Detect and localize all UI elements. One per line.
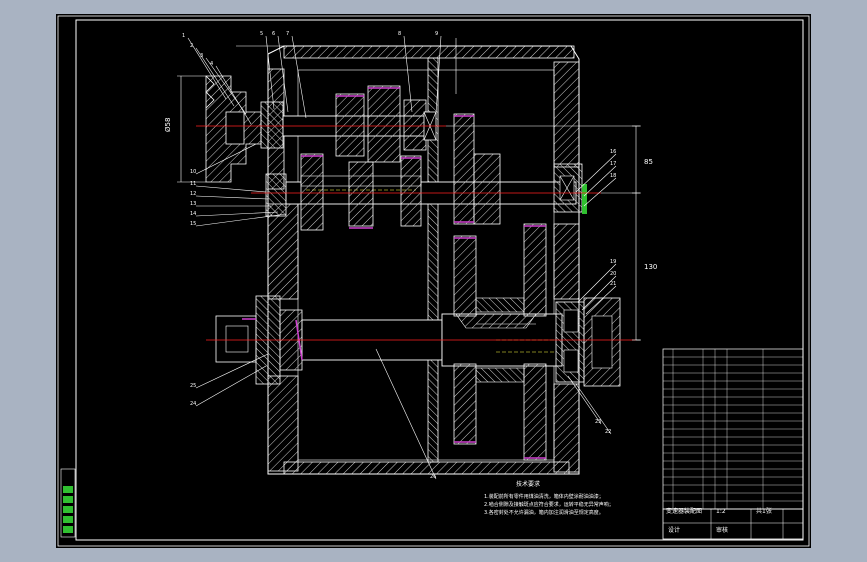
gear-tooth-markers bbox=[242, 87, 546, 459]
inner-frame bbox=[75, 19, 804, 541]
balloon-number: 4 bbox=[210, 61, 213, 67]
dim-center-upper: 85 bbox=[644, 158, 653, 166]
balloon-number: 10 bbox=[190, 169, 196, 175]
balloon-number: 25 bbox=[190, 383, 196, 389]
tech-line-3: 3.各密封处不允许漏油，箱内加注润滑油至规定高度。 bbox=[484, 509, 604, 516]
leader-line bbox=[567, 375, 602, 425]
dim-center-lower: 130 bbox=[644, 263, 657, 271]
leader-line bbox=[581, 275, 617, 311]
leader-line bbox=[291, 35, 307, 119]
balloon-number: 5 bbox=[260, 31, 263, 37]
balloon-number: 15 bbox=[190, 221, 196, 227]
leader-line bbox=[195, 47, 235, 107]
balloon-number: 9 bbox=[435, 31, 438, 37]
title-block-sheet: 共1张 bbox=[756, 507, 772, 515]
leader-line bbox=[585, 285, 617, 315]
leader-line bbox=[195, 185, 267, 193]
parts-list-title-block bbox=[662, 348, 804, 540]
leader-line bbox=[575, 153, 617, 193]
leader-line bbox=[265, 35, 275, 110]
title-block-name: 变速器装配图 bbox=[666, 507, 702, 515]
leader-line bbox=[375, 348, 437, 480]
technical-requirements: 技术要求 1.装配前所有零件用煤油清洗，箱体内壁涂耐油油漆； 2.啮合侧隙及接触… bbox=[484, 480, 614, 516]
leader-line bbox=[215, 65, 252, 125]
balloon-number: 14 bbox=[190, 211, 196, 217]
leader-line bbox=[195, 195, 269, 200]
leader-line bbox=[583, 165, 617, 197]
outer-frame bbox=[57, 15, 810, 547]
balloon-number: 23 bbox=[595, 419, 601, 425]
balloon-number: 6 bbox=[272, 31, 275, 37]
title-block-check: 审核 bbox=[716, 526, 728, 534]
assembly-drawing: 85 130 Ø58 12345678910111213141516171819… bbox=[57, 15, 810, 547]
leader-line bbox=[403, 35, 413, 113]
centerlines bbox=[196, 125, 636, 341]
leader-line bbox=[187, 37, 227, 100]
title-block-design: 设计 bbox=[668, 526, 680, 534]
balloon-number: 8 bbox=[398, 31, 401, 37]
leader-line bbox=[195, 365, 267, 407]
balloon-number: 3 bbox=[200, 53, 203, 59]
balloon-number: 22 bbox=[605, 429, 611, 435]
leader-line bbox=[575, 383, 612, 435]
balloon-number: 21 bbox=[610, 281, 616, 287]
leader-line bbox=[195, 211, 279, 217]
balloon-number: 26 bbox=[430, 474, 436, 480]
title-block-scale: 1:2 bbox=[716, 508, 726, 515]
balloon-number: 17 bbox=[610, 161, 616, 167]
leader-line bbox=[583, 177, 617, 207]
binding-strip bbox=[60, 468, 76, 538]
leader-line bbox=[195, 213, 287, 227]
leader-line bbox=[195, 353, 269, 389]
balloon-number: 16 bbox=[610, 149, 616, 155]
dim-left-height: Ø58 bbox=[164, 118, 172, 132]
leader-line bbox=[435, 35, 442, 115]
balloon-number: 20 bbox=[610, 271, 616, 277]
tech-line-2: 2.啮合侧隙及接触斑点应符合要求，运转平稳无异常声响； bbox=[484, 501, 614, 508]
title-block-frame bbox=[662, 508, 804, 540]
balloon-number: 11 bbox=[190, 181, 196, 187]
balloon-number: 7 bbox=[286, 31, 289, 37]
intermediate-shaft-assembly bbox=[265, 113, 587, 231]
dimension-lines bbox=[177, 38, 641, 341]
tech-title: 技术要求 bbox=[516, 480, 540, 488]
balloon-number: 24 bbox=[190, 401, 196, 407]
leader-line bbox=[195, 143, 257, 175]
balloon-number: 2 bbox=[190, 43, 193, 49]
tech-line-1: 1.装配前所有零件用煤油清洗，箱体内壁涂耐油油漆； bbox=[484, 493, 604, 500]
balloon-number: 19 bbox=[610, 259, 616, 265]
balloon-number: 18 bbox=[610, 173, 616, 179]
leader-line bbox=[577, 263, 617, 303]
leader-line bbox=[277, 35, 289, 113]
balloon-number: 12 bbox=[190, 191, 196, 197]
balloon-number: 13 bbox=[190, 201, 196, 207]
balloon-number: 1 bbox=[182, 33, 185, 39]
